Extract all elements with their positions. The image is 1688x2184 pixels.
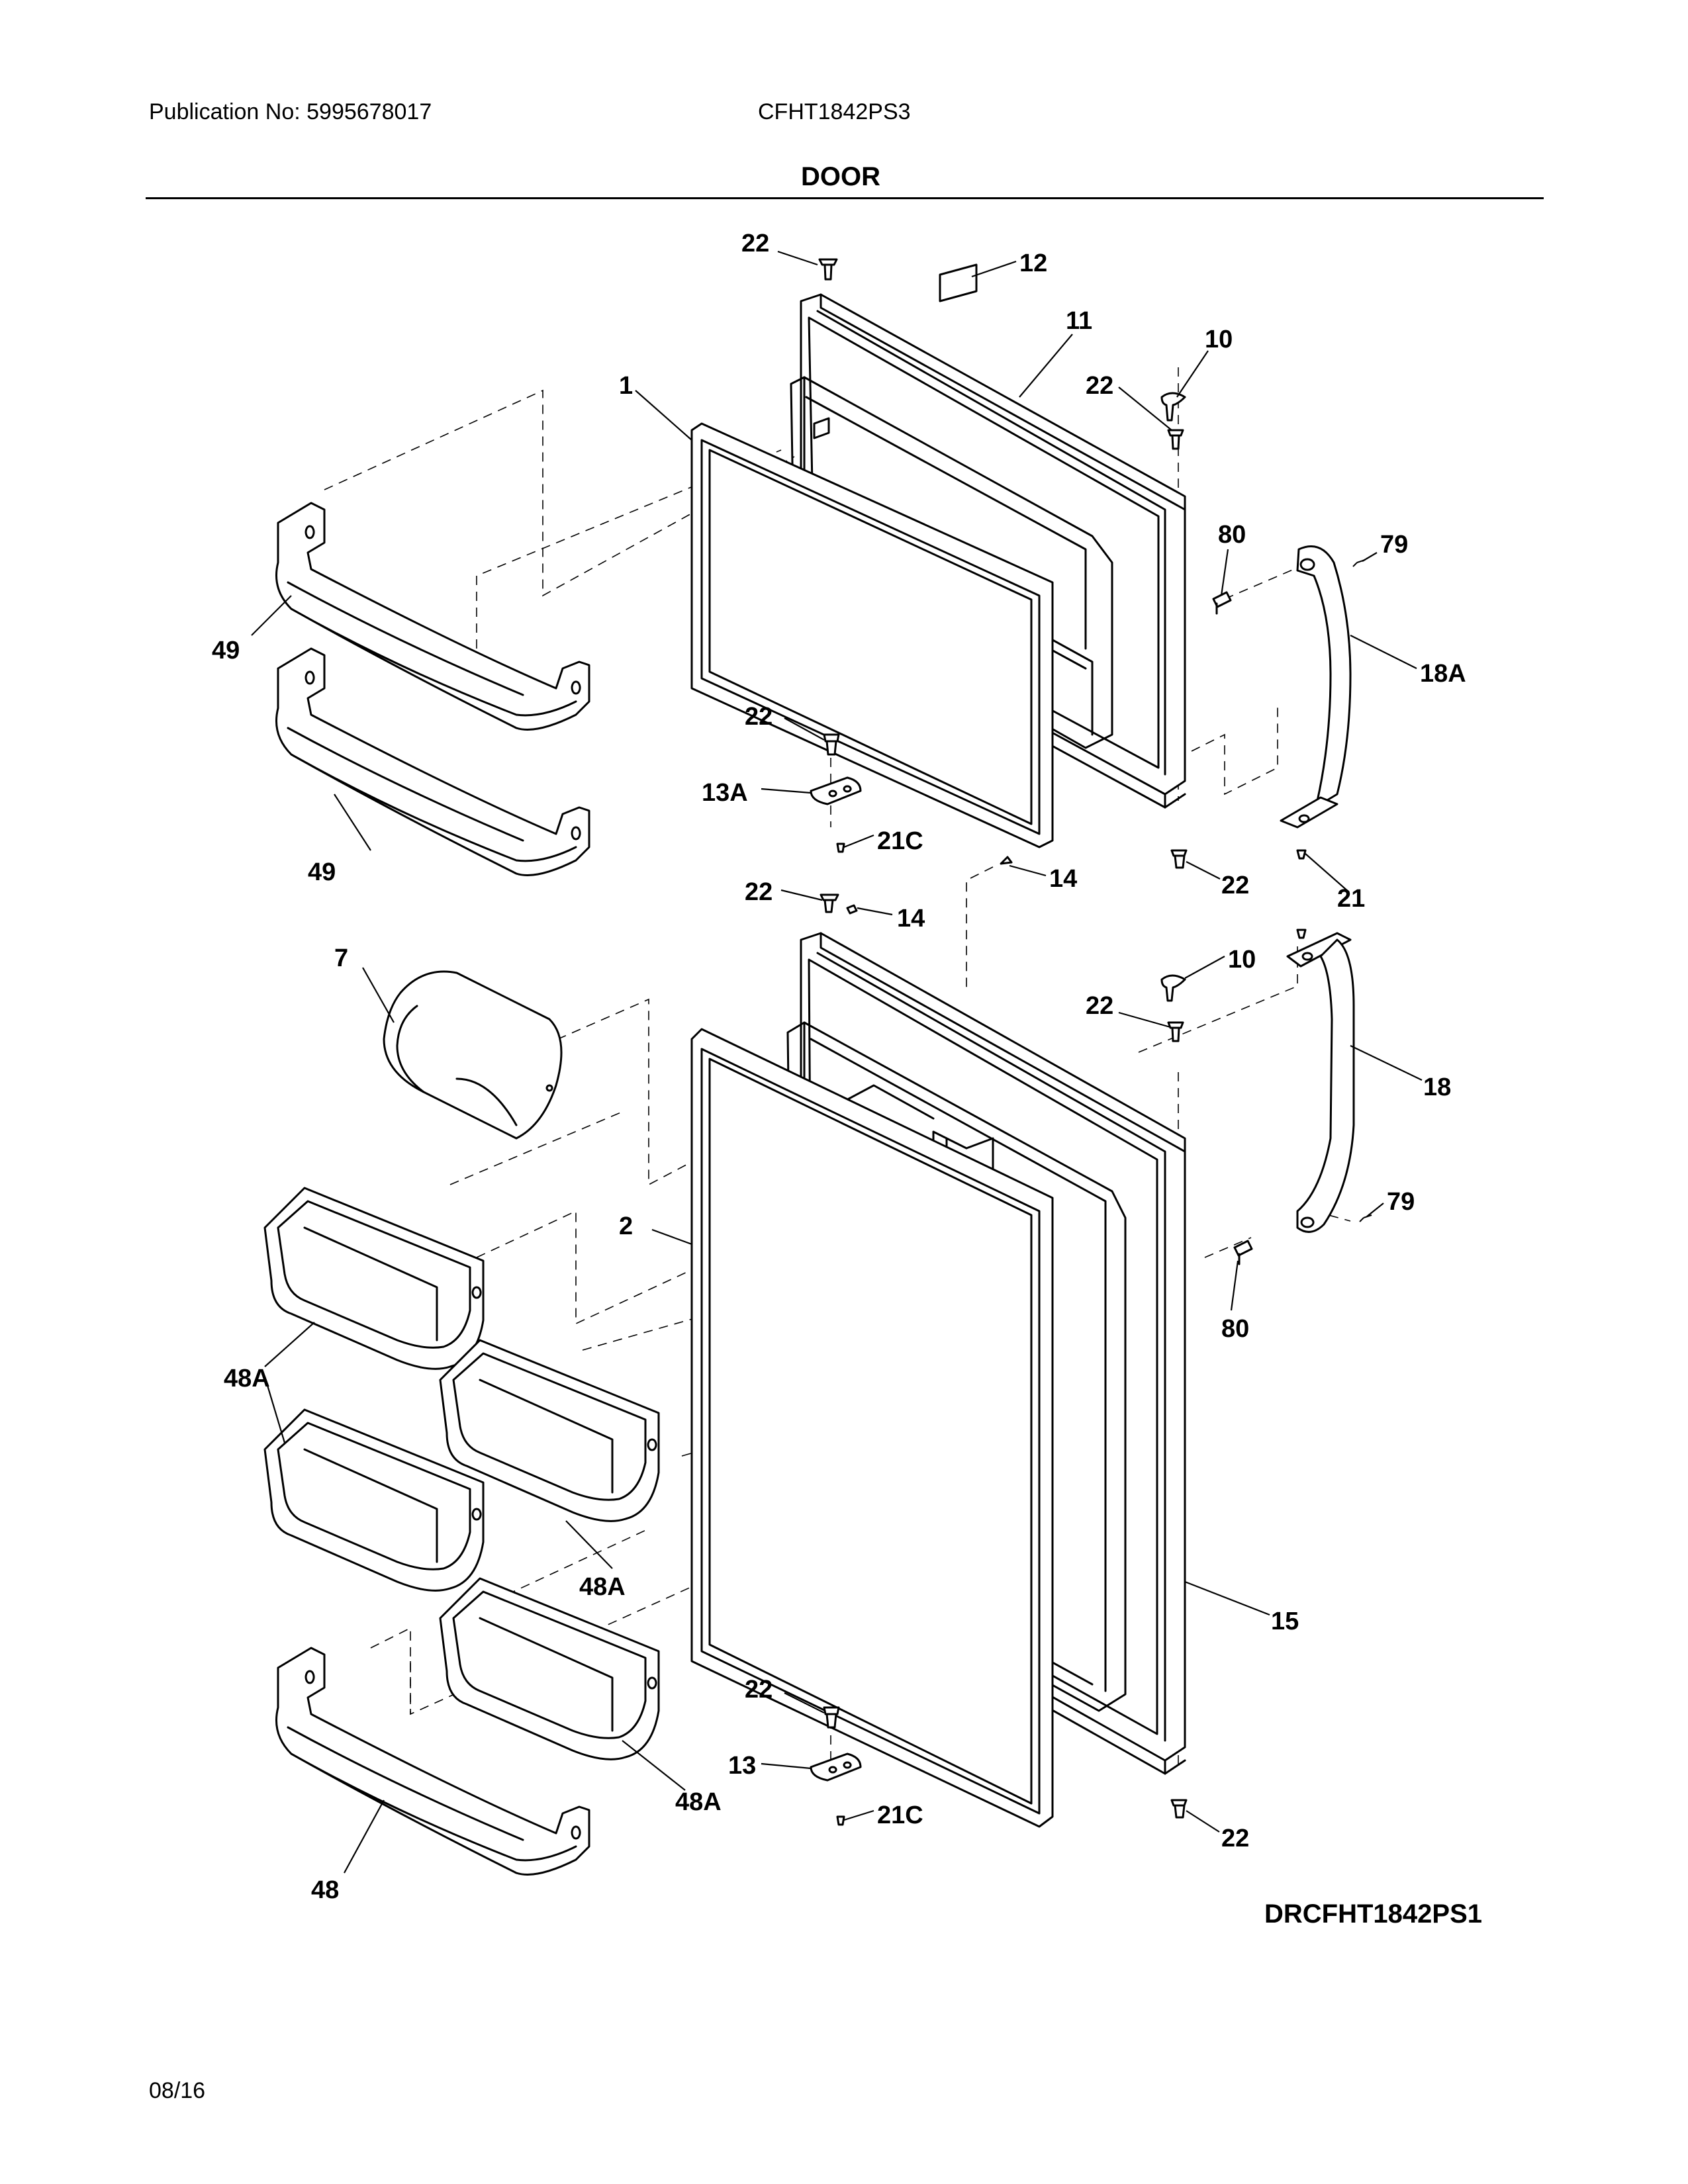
callout-labels: 22 12 11 10 22 1 80 79 18A 49 22 13A 21C…	[212, 230, 1482, 1929]
callout-22: 22	[1221, 1825, 1249, 1852]
footer-date: 08/16	[149, 2078, 206, 2103]
callout-15: 15	[1271, 1608, 1299, 1635]
fresh-food-small-parts	[810, 893, 1372, 1826]
callout-14: 14	[897, 905, 925, 933]
door-bin-lower-left	[263, 1408, 485, 1592]
callout-22: 22	[745, 1676, 773, 1704]
fresh-food-door-shelf	[275, 1647, 590, 1876]
callout-79: 79	[1387, 1188, 1415, 1216]
header-rule	[146, 197, 1544, 199]
callout-48: 48	[311, 1876, 339, 1904]
callout-10: 10	[1205, 326, 1233, 353]
callout-1: 1	[619, 372, 633, 400]
callout-7: 7	[334, 944, 348, 972]
diagram-reference-code: DRCFHT1842PS1	[1264, 1899, 1482, 1929]
callout-22: 22	[1221, 872, 1249, 899]
callout-22: 22	[745, 878, 773, 906]
callout-18A: 18A	[1420, 660, 1466, 688]
door-bin-bottom-right	[439, 1577, 660, 1760]
callout-21: 21	[1337, 885, 1365, 913]
door-bin-upper-left	[263, 1187, 485, 1370]
callout-79: 79	[1380, 531, 1408, 559]
callout-18: 18	[1423, 1073, 1451, 1101]
section-title: DOOR	[801, 162, 880, 191]
leader-lines	[251, 250, 1423, 1874]
freezer-door-shelf-upper	[275, 502, 590, 731]
callout-48A: 48A	[224, 1365, 270, 1392]
callout-2: 2	[619, 1212, 633, 1240]
callout-49: 49	[308, 858, 336, 886]
publication-number: Publication No: 5995678017	[149, 99, 432, 124]
freezer-door-gasket	[690, 422, 1054, 848]
callout-22: 22	[741, 230, 769, 257]
callout-80: 80	[1218, 521, 1246, 549]
callout-10: 10	[1228, 946, 1256, 974]
model-number: CFHT1842PS3	[758, 99, 911, 124]
callout-21C: 21C	[877, 1801, 923, 1829]
callout-22: 22	[1086, 372, 1113, 400]
fresh-food-door-gasket	[690, 1028, 1054, 1828]
fresh-food-handle	[1286, 932, 1355, 1233]
freezer-door-shelf-lower	[275, 647, 590, 876]
callout-13: 13	[728, 1752, 756, 1780]
freezer-small-parts	[810, 258, 1366, 869]
callout-22: 22	[745, 703, 773, 731]
callout-49: 49	[212, 637, 240, 664]
callout-22: 22	[1086, 992, 1113, 1020]
callout-13A: 13A	[702, 779, 748, 807]
callout-11: 11	[1066, 307, 1092, 335]
callout-48A: 48A	[579, 1573, 626, 1601]
callout-12: 12	[1019, 250, 1047, 277]
freezer-handle	[1280, 545, 1352, 829]
dairy-compartment-cover	[383, 970, 563, 1140]
callout-48A: 48A	[675, 1788, 722, 1816]
door-bin-middle-right	[439, 1339, 660, 1522]
callout-14: 14	[1049, 865, 1077, 893]
callout-80: 80	[1221, 1315, 1249, 1343]
callout-21C: 21C	[877, 827, 923, 855]
